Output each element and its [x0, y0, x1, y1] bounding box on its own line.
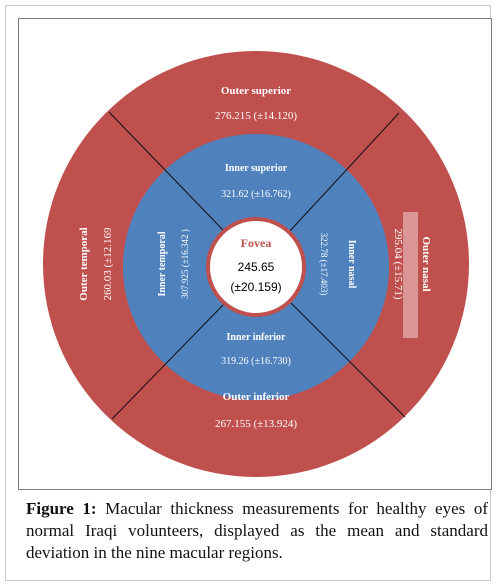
outer-nasal-label: Outer nasal [420, 236, 432, 291]
outer-temporal-label: Outer temporal [78, 227, 90, 300]
inner-nasal-label: Inner nasal [346, 240, 357, 289]
inner-inferior-label: Inner inferior [227, 332, 287, 343]
inner-nasal-value: 322.78 (±17.403) [319, 233, 329, 296]
fovea-circle [206, 217, 306, 317]
outer-temporal-value: 260.03 (±12.169 [102, 227, 114, 300]
inner-inferior-value: 319.26 (±16.730) [221, 356, 291, 367]
fovea-label: Fovea [241, 236, 272, 250]
diagram-box: Outer superior 276.215 (±14.120) Inner s… [18, 18, 492, 490]
inner-temporal-label: Inner temporal [157, 231, 168, 296]
outer-nasal-value: 295.04 (±15.71) [392, 228, 404, 299]
outer-superior-value: 276.215 (±14.120) [215, 110, 297, 122]
outer-inferior-label: Outer inferior [223, 391, 290, 403]
caption-text: Macular thickness measurements for healt… [26, 499, 488, 562]
inner-superior-value: 321.62 (±16.762) [221, 189, 291, 200]
macular-map-diagram: Outer superior 276.215 (±14.120) Inner s… [43, 51, 469, 477]
outer-nasal-highlight-bar [403, 212, 418, 338]
inner-temporal-value: 307.925 (±16.342 ) [180, 229, 190, 298]
figure-caption: Figure 1: Macular thickness measurements… [26, 498, 488, 564]
outer-inferior-value: 267.155 (±13.924) [215, 418, 297, 430]
sector-line-lower-left [111, 303, 225, 420]
sector-line-upper-left [108, 111, 225, 232]
sector-line-lower-right [290, 302, 406, 418]
fovea-value: 245.65 [238, 260, 275, 274]
sector-line-upper-right [288, 112, 400, 233]
inner-superior-label: Inner superior [225, 163, 288, 174]
outer-superior-label: Outer superior [221, 85, 291, 97]
figure-frame: Outer superior 276.215 (±14.120) Inner s… [5, 5, 492, 581]
caption-lead: Figure 1: [26, 499, 97, 518]
fovea-sd: (±20.159) [230, 280, 281, 294]
